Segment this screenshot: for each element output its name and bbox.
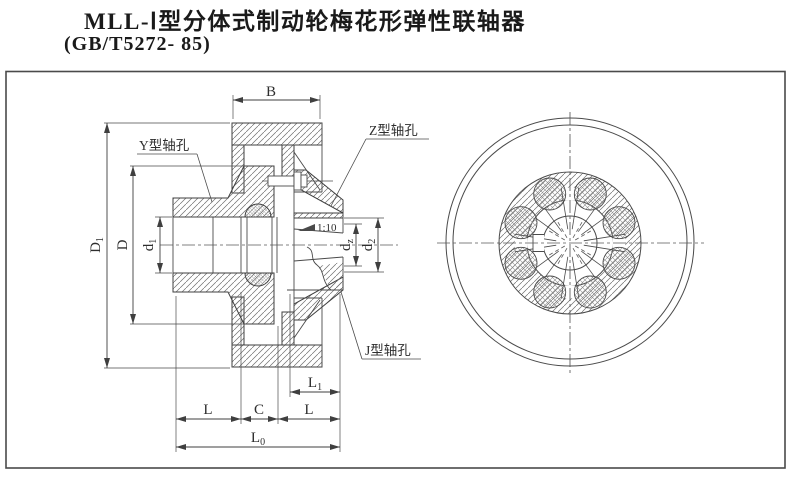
label-z-bore: Z型轴孔 <box>369 123 418 138</box>
dashed-radii <box>547 220 593 266</box>
dim-label-b: B <box>266 84 276 100</box>
keyway-fill <box>533 234 544 252</box>
spider-lobes <box>504 177 636 309</box>
dim-label-l1: L1 <box>308 375 322 393</box>
dim-label-l0: L0 <box>251 430 265 448</box>
page-title: MLL-Ⅰ型分体式制动轮梅花形弹性联轴器 <box>84 9 526 34</box>
label-y-bore: Y型轴孔 <box>139 138 190 153</box>
dim-label-d1-outer: D1 <box>88 237 106 253</box>
standard-number: (GB/T5272- 85) <box>64 33 211 55</box>
half-coupling-sections <box>172 165 344 325</box>
section-geometry-lines <box>172 123 344 367</box>
label-taper-ratio: 1:10 <box>317 222 337 234</box>
dim-label-l-left: L <box>203 402 212 418</box>
dim-label-c: C <box>254 402 264 418</box>
taper-symbol <box>298 224 315 231</box>
drawing-border <box>5 70 786 469</box>
leader-lines <box>137 138 429 360</box>
dimension-lines <box>104 97 381 450</box>
bolt <box>267 171 308 191</box>
extension-lines <box>104 95 384 452</box>
dim-label-d: D <box>115 239 131 250</box>
dim-label-d2: d2 <box>360 239 378 252</box>
elastomer-element <box>244 203 272 287</box>
label-j-bore: J型轴孔 <box>365 343 411 358</box>
dim-label-l-right: L <box>304 402 313 418</box>
dim-label-d1-bore: d1 <box>141 239 159 252</box>
dim-label-dz: dz <box>338 238 356 251</box>
